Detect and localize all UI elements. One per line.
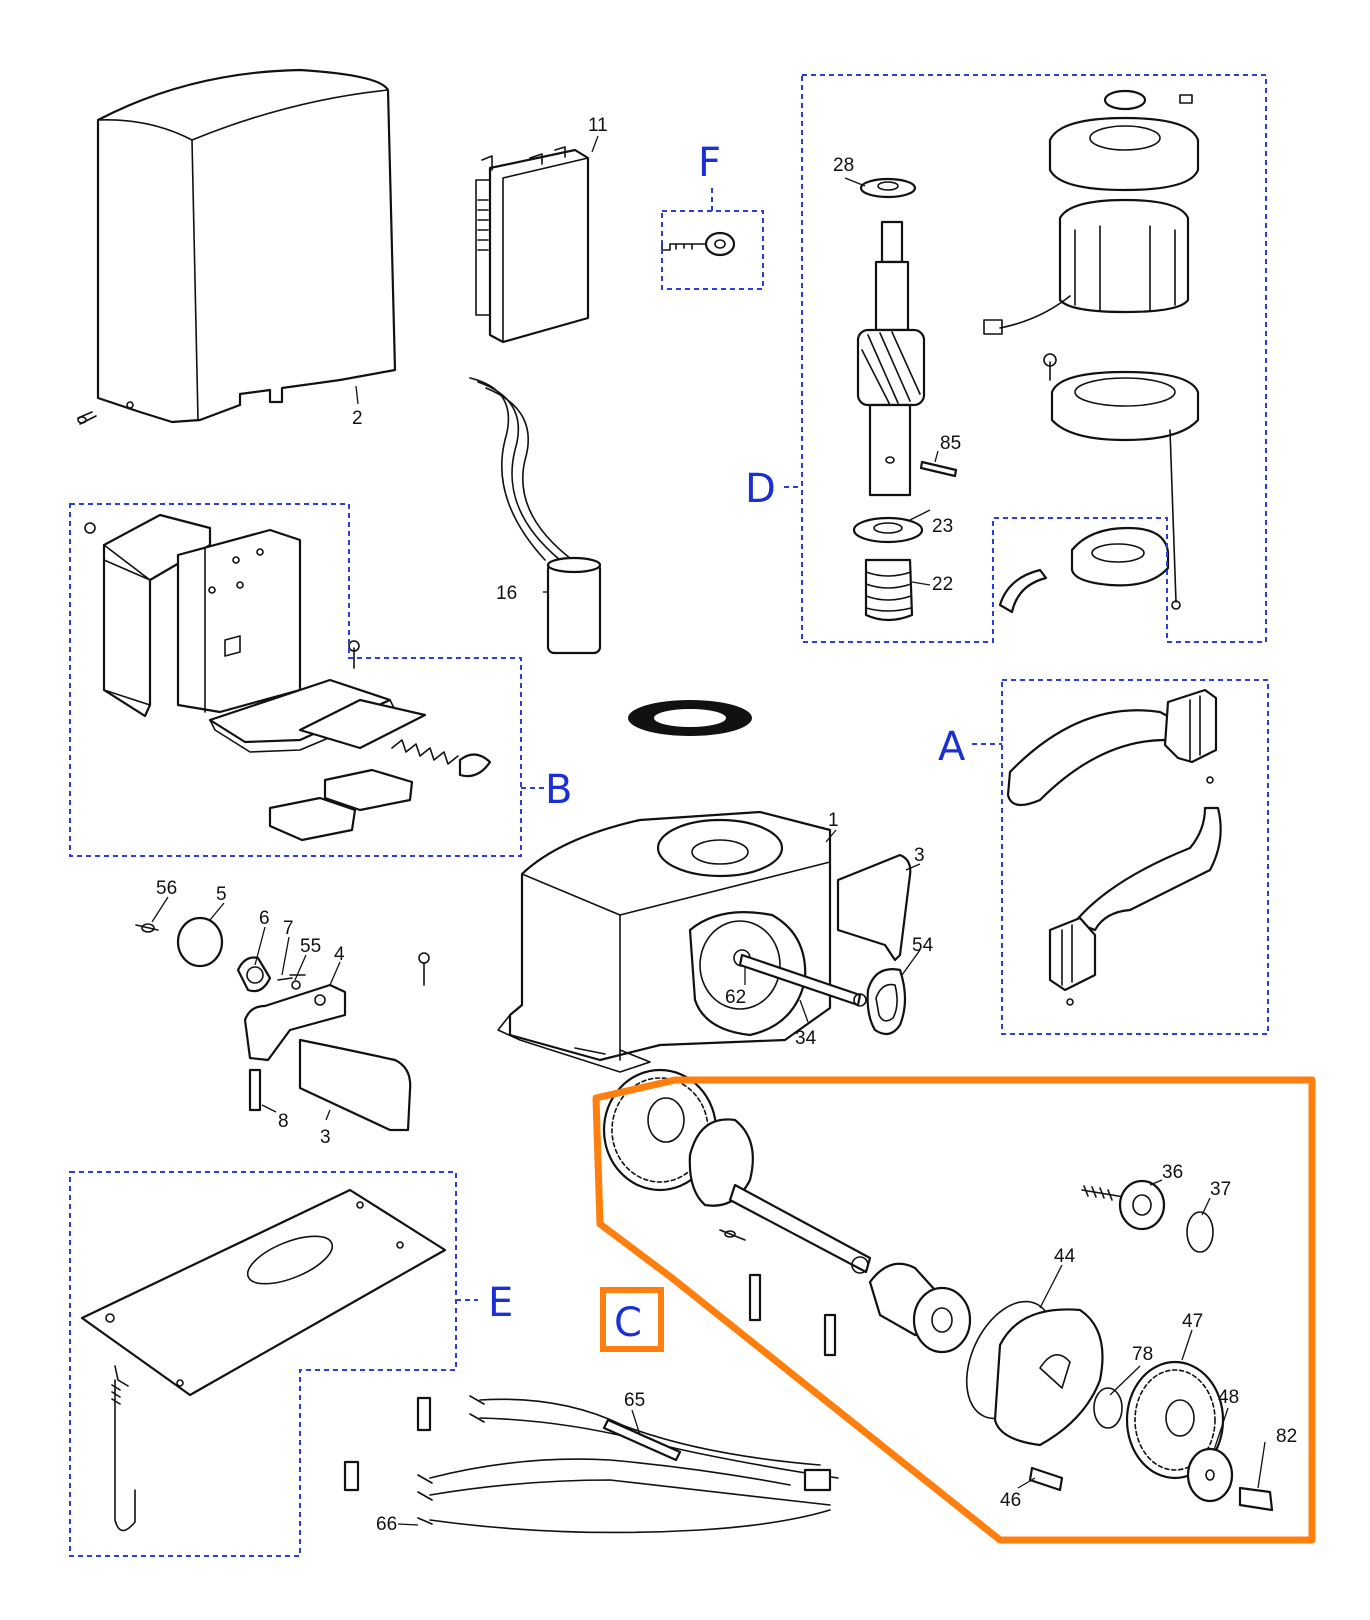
base-plate-part[interactable] <box>80 1188 447 1532</box>
part-number-46: 46 <box>1000 1490 1021 1511</box>
group-label-b: B <box>545 767 572 813</box>
group-label-d: D <box>745 466 776 512</box>
leader-lines <box>151 135 1266 1526</box>
lock-parts[interactable] <box>135 916 430 1132</box>
part-number-23: 23 <box>932 516 953 537</box>
part-number-34: 34 <box>795 1028 817 1049</box>
gear-housing-part[interactable] <box>497 810 912 1073</box>
cover-part[interactable] <box>77 68 397 425</box>
part-number-16: 16 <box>496 583 517 604</box>
group-box-b <box>69 503 522 857</box>
part-number-37: 37 <box>1210 1179 1231 1200</box>
highlight-label-box-c <box>600 1287 664 1352</box>
part-number-4: 4 <box>334 944 345 965</box>
part-number-48: 48 <box>1218 1387 1239 1408</box>
part-number-28: 28 <box>833 155 854 176</box>
group-label-f: F <box>698 140 721 186</box>
part-number-3-lever: 3 <box>320 1127 331 1148</box>
group-label-a: A <box>938 724 966 770</box>
gear-train-part[interactable] <box>602 1068 1274 1512</box>
part-number-5: 5 <box>216 884 227 905</box>
part-number-54: 54 <box>912 935 934 956</box>
key-part[interactable] <box>661 231 736 257</box>
group-box-f <box>661 210 764 290</box>
part-number-11: 11 <box>588 115 608 136</box>
group-label-e: E <box>488 1280 513 1326</box>
part-number-44: 44 <box>1054 1246 1076 1267</box>
part-number-2: 2 <box>352 408 363 429</box>
part-number-47: 47 <box>1182 1311 1203 1332</box>
part-number-8: 8 <box>278 1111 289 1132</box>
part-number-66: 66 <box>376 1514 397 1535</box>
part-number-56: 56 <box>156 878 177 899</box>
group-box-d <box>801 74 1267 643</box>
group-label-c: C <box>614 1300 642 1346</box>
capacitor-part[interactable] <box>469 377 602 655</box>
part-number-65: 65 <box>624 1390 645 1411</box>
part-number-82: 82 <box>1276 1426 1297 1447</box>
part-number-62: 62 <box>725 987 746 1008</box>
control-board-part[interactable] <box>475 146 590 344</box>
motor-assembly-part[interactable] <box>852 89 1200 622</box>
release-lever-part[interactable] <box>1006 688 1222 1006</box>
group-box-e <box>69 1171 457 1557</box>
part-number-3-side: 3 <box>914 845 925 866</box>
part-number-78: 78 <box>1132 1344 1153 1365</box>
sealing-ring-part[interactable] <box>628 700 752 736</box>
part-number-55: 55 <box>300 936 321 957</box>
part-number-22: 22 <box>932 574 953 595</box>
wiring-harness-part[interactable] <box>343 1395 839 1534</box>
part-number-1: 1 <box>828 810 839 831</box>
bracket-assembly-part[interactable] <box>84 513 492 842</box>
part-number-6: 6 <box>259 908 270 929</box>
highlight-box-c <box>592 1076 1316 1544</box>
part-number-85: 85 <box>940 433 961 454</box>
group-box-a <box>1001 679 1269 1035</box>
part-number-36: 36 <box>1162 1162 1183 1183</box>
part-number-7: 7 <box>283 918 294 939</box>
